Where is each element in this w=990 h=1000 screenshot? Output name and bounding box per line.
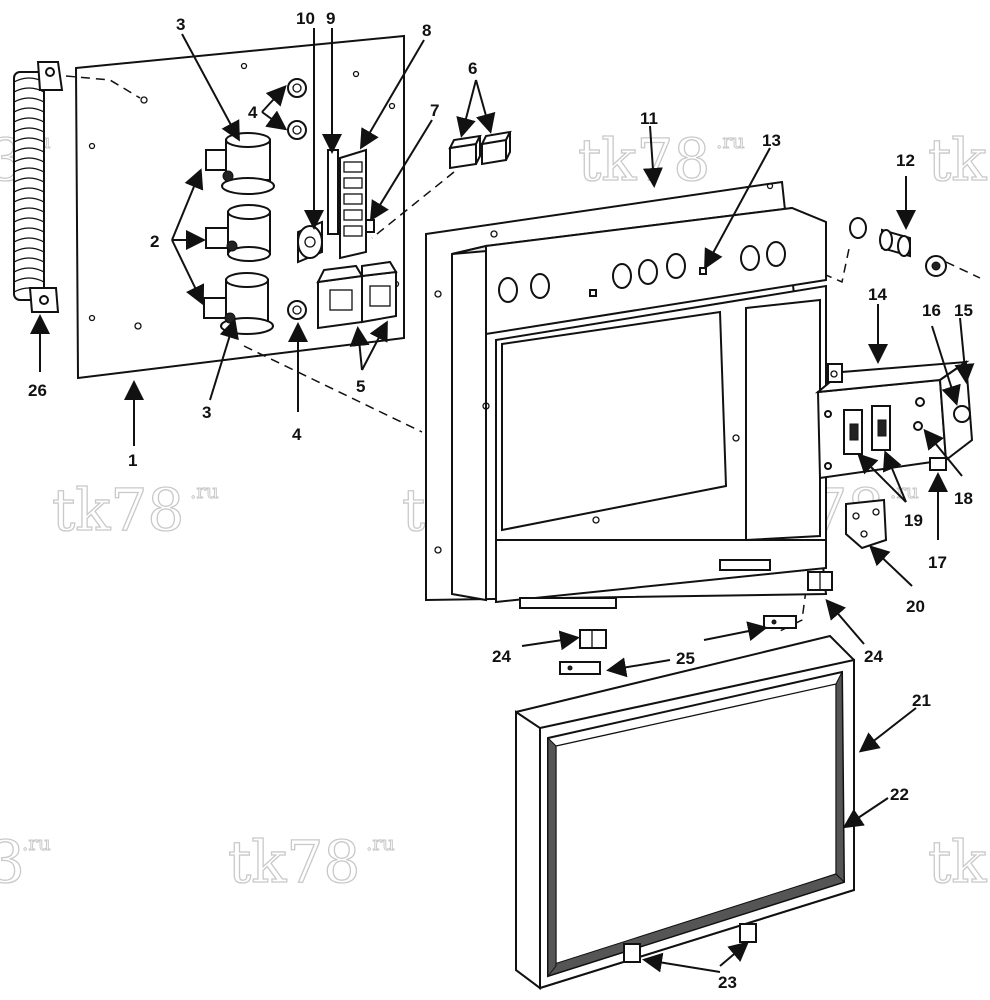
watermark-suffix: .ru (716, 129, 745, 153)
watermark: tk78 (228, 828, 360, 896)
coil-element (13, 61, 64, 313)
leader-lines (30, 28, 975, 973)
relay-top (205, 132, 275, 195)
watermark: tk78 (578, 126, 710, 194)
callout-1: 1 (128, 451, 137, 470)
watermark-partial: 3 (0, 828, 25, 896)
callout-18: 18 (954, 489, 973, 508)
assembly-line (945, 261, 981, 279)
callout-19: 19 (904, 511, 923, 530)
callout-24: 24 (492, 647, 511, 666)
callout-17: 17 (928, 553, 947, 572)
cover-plate (845, 498, 888, 550)
hinge-left (579, 629, 607, 649)
watermark-suffix: .ru (22, 831, 51, 855)
hinge-right (807, 571, 833, 591)
circuit-breakers (316, 260, 398, 330)
callout-11: 11 (640, 109, 658, 128)
callout-8: 8 (422, 21, 431, 40)
callout-2: 2 (150, 232, 159, 251)
callout-23: 23 (718, 973, 737, 992)
callout-7: 7 (430, 101, 439, 120)
callout-10: 10 (296, 9, 315, 28)
callout-4: 4 (292, 425, 302, 444)
relay-middle (205, 204, 271, 262)
watermark-suffix: .ru (190, 479, 219, 503)
watermark: tk78 (928, 126, 990, 194)
watermark: tk78 (52, 476, 184, 544)
callout-25: 25 (676, 649, 695, 668)
callout-12: 12 (896, 151, 915, 170)
callout-16: 16 (922, 301, 941, 320)
callout-20: 20 (906, 597, 925, 616)
connector-fitting (849, 217, 947, 277)
terminal-board (339, 148, 375, 260)
callout-21: 21 (912, 691, 931, 710)
hinge-leaf-left (559, 661, 601, 675)
assembly-line (243, 345, 423, 433)
housing (425, 180, 828, 609)
callout-14: 14 (868, 285, 887, 304)
door-frame (515, 634, 855, 990)
callout-13: 13 (762, 131, 781, 150)
watermark: tk78 (928, 828, 990, 896)
relay-pair (448, 130, 512, 170)
callout-24: 24 (864, 647, 883, 666)
callout-15: 15 (954, 301, 973, 320)
callout-3: 3 (202, 403, 211, 422)
callout-22: 22 (890, 785, 909, 804)
callout-labels: 3 2 3 4 4 5 6 7 8 9 10 11 12 13 14 15 16… (28, 9, 973, 992)
grommets (287, 78, 307, 320)
callout-5: 5 (356, 377, 365, 396)
callout-3: 3 (176, 15, 185, 34)
hinge-leaf-right (763, 615, 797, 629)
watermark-suffix: .ru (366, 831, 395, 855)
mounting-strip (327, 149, 339, 235)
callout-26: 26 (28, 381, 47, 400)
callout-9: 9 (326, 9, 335, 28)
assembly-line (371, 171, 455, 239)
callout-4: 4 (248, 103, 258, 122)
callout-6: 6 (468, 59, 477, 78)
